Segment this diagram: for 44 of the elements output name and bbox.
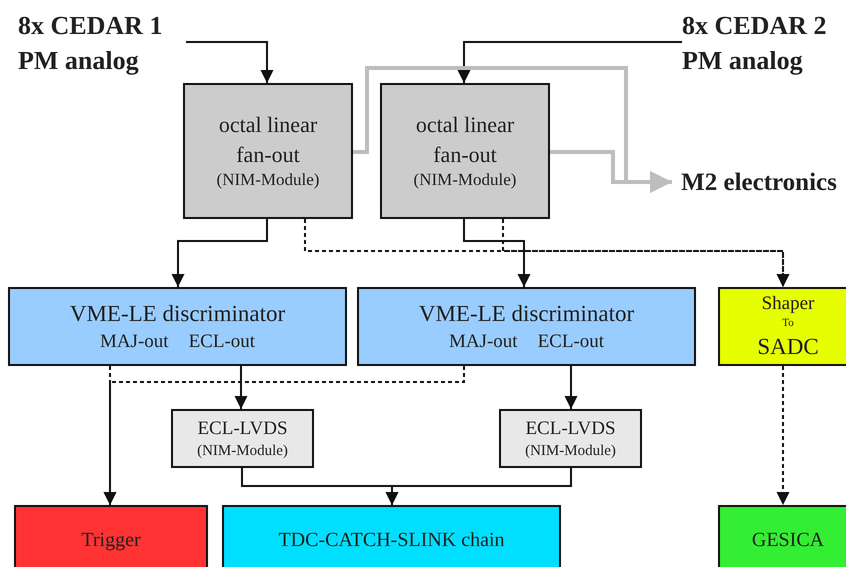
dashed-arrow xyxy=(776,366,790,505)
arrow xyxy=(463,219,530,287)
box-text: (NIM-Module) xyxy=(196,442,289,462)
trigger-box xyxy=(14,505,208,567)
converter-box xyxy=(171,409,314,468)
box-text: ECL-out xyxy=(538,330,604,354)
arrow xyxy=(550,150,672,193)
readout-box xyxy=(718,505,846,567)
signal-label: 8x CEDAR 2 PM analog xyxy=(682,10,828,77)
box-text: ECL-LVDS xyxy=(196,416,289,441)
box-text: (NIM-Module) xyxy=(412,169,518,192)
shaper-box xyxy=(718,287,846,366)
arrow xyxy=(186,41,274,83)
output-label: M2 electronics xyxy=(680,168,838,198)
arrow xyxy=(172,219,268,287)
arrow xyxy=(564,366,578,409)
signal-label: 8x CEDAR 1 PM analog xyxy=(18,10,164,77)
dashed-arrow xyxy=(104,366,465,505)
box-text: (NIM-Module) xyxy=(524,442,617,462)
module-box xyxy=(183,83,353,219)
box-text: To xyxy=(781,316,795,332)
dashed-arrow xyxy=(502,219,790,287)
arrow xyxy=(458,41,682,83)
box-text: SADC xyxy=(756,333,820,362)
box-text: GESICA xyxy=(750,528,826,552)
box-text: Trigger xyxy=(80,528,142,552)
module-box xyxy=(380,83,550,219)
box-text: TDC-CATCH-SLINK chain xyxy=(277,528,506,552)
box-text: VME-LE discriminator xyxy=(68,300,286,328)
box-text: octal linear fan-out xyxy=(414,110,516,169)
box-text: octal linear fan-out xyxy=(218,110,318,169)
readout-box xyxy=(222,505,561,567)
box-text: Shaper xyxy=(760,292,816,316)
arrow xyxy=(234,366,248,409)
box-text: ECL-LVDS xyxy=(524,416,617,441)
discriminator-box xyxy=(357,287,696,366)
box-text: ECL-out xyxy=(188,330,256,354)
box-text: (NIM-Module) xyxy=(216,169,320,192)
box-text: MAJ-out xyxy=(448,330,518,354)
discriminator-box xyxy=(8,287,347,366)
box-text: VME-LE discriminator xyxy=(418,300,636,328)
box-text: MAJ-out xyxy=(100,330,169,354)
converter-box xyxy=(499,409,642,468)
arrow xyxy=(386,468,572,505)
